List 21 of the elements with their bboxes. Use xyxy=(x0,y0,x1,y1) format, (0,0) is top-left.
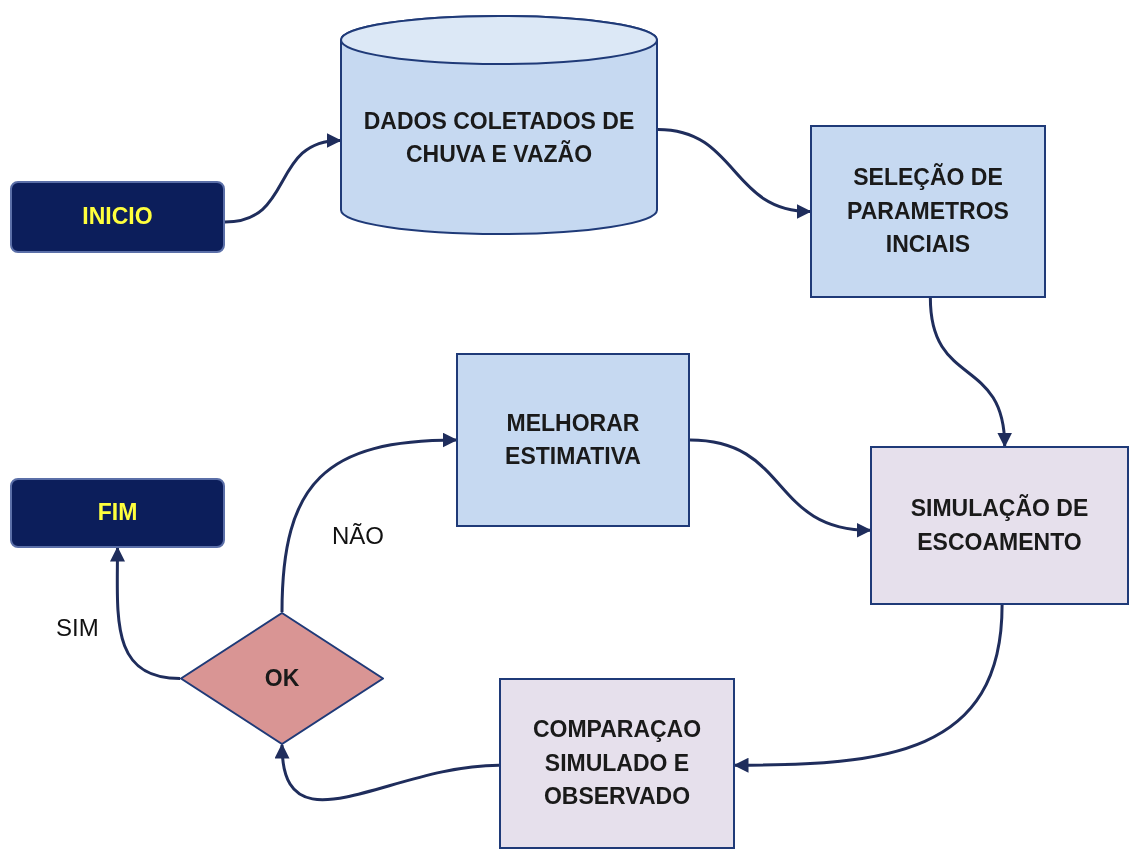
process-box xyxy=(810,125,1046,298)
node-label: FIM xyxy=(97,498,138,528)
node-label: INICIO xyxy=(82,202,153,232)
arrow xyxy=(280,432,458,613)
terminal-box xyxy=(10,181,225,253)
node-label: SELEÇÃO DE PARAMETROS INCIAIS xyxy=(846,162,1010,260)
node-label: DADOS COLETADOS DE CHUVA E VAZÃO xyxy=(362,107,636,170)
process-box xyxy=(499,678,735,849)
node-label: SIMULAÇÃO DE ESCOAMENTO xyxy=(909,493,1090,557)
process-box xyxy=(456,353,690,527)
arrow xyxy=(224,134,342,224)
arrow xyxy=(109,546,181,680)
arrow xyxy=(275,743,500,801)
terminal-box xyxy=(10,478,225,548)
node-label: OK xyxy=(264,663,300,693)
process-box xyxy=(870,446,1129,605)
node-label: COMPARAÇAO SIMULADO E OBSERVADO xyxy=(531,715,703,812)
arrow xyxy=(657,127,812,218)
arrow xyxy=(689,438,872,537)
arrow xyxy=(928,297,1012,448)
node-label: MELHORAR ESTIMATIVA xyxy=(504,408,642,471)
